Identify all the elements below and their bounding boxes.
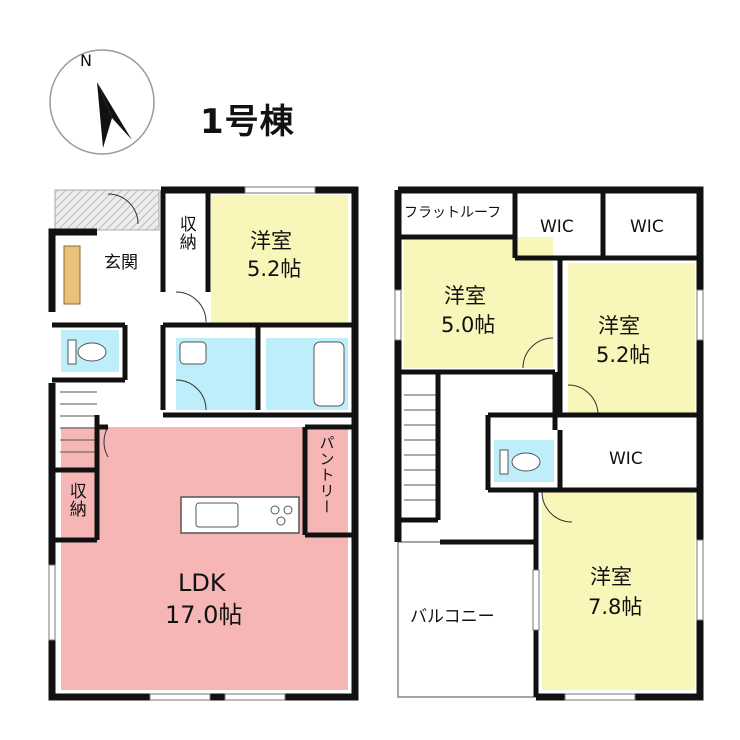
bedroom-2f-c-size: 7.8帖 bbox=[588, 595, 643, 619]
balcony-label: バルコニー bbox=[410, 607, 495, 627]
balcony-area bbox=[397, 541, 537, 698]
ldk-name: LDK bbox=[178, 569, 226, 597]
bedroom-2f-b bbox=[568, 263, 695, 413]
compass-needle-icon bbox=[97, 82, 132, 140]
wic-b-label: WIC bbox=[630, 217, 664, 237]
bedroom-1f bbox=[211, 195, 348, 325]
bedroom-2f-a-name: 洋室 bbox=[444, 284, 486, 308]
ldk-room bbox=[61, 427, 348, 690]
bedroom-1f-name: 洋室 bbox=[250, 229, 292, 253]
storage-left-label: 収納 bbox=[65, 482, 86, 518]
compass-north-label: N bbox=[80, 51, 92, 70]
flat-roof-label: フラットルーフ bbox=[404, 205, 502, 221]
pantry-label: パントリー bbox=[317, 435, 336, 515]
bedroom-2f-b-size: 5.2帖 bbox=[596, 343, 651, 367]
building-label: 1号棟 bbox=[200, 102, 295, 142]
bedroom-2f-c-name: 洋室 bbox=[590, 565, 632, 589]
floor-2 bbox=[394, 186, 704, 701]
compass bbox=[49, 49, 155, 155]
bedroom-2f-c bbox=[542, 492, 695, 690]
wic-a-label: WIC bbox=[540, 217, 574, 237]
genkan-label: 玄関 bbox=[104, 253, 138, 273]
floor-1 bbox=[48, 186, 359, 701]
wic-c-label: WIC bbox=[609, 449, 643, 469]
bedroom-2f-a-size: 5.0帖 bbox=[441, 313, 496, 337]
bedroom-1f-size: 5.2帖 bbox=[247, 257, 302, 281]
bedroom-2f-b-name: 洋室 bbox=[598, 314, 640, 338]
storage-top-label: 収納 bbox=[175, 215, 196, 251]
ldk-size: 17.0帖 bbox=[165, 601, 243, 629]
